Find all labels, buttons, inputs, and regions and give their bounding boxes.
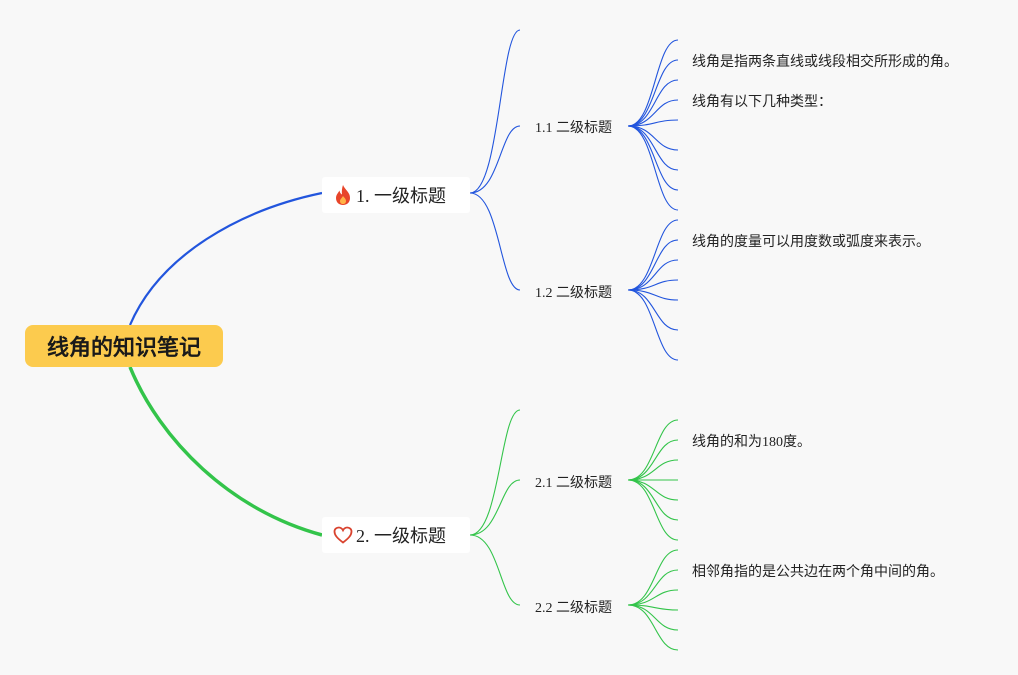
note-1-1-b[interactable]: 线角有以下几种类型： bbox=[692, 95, 832, 110]
heart-outline-icon bbox=[332, 524, 354, 546]
note-2-1-a[interactable]: 线角的和为180度。 bbox=[692, 435, 811, 450]
branch-1-fan bbox=[469, 29, 521, 291]
subtopic-1-2[interactable]: 1.2 二级标题 bbox=[535, 286, 612, 301]
connector-root-branch-2 bbox=[128, 366, 323, 537]
connector-root-branch-1 bbox=[128, 191, 323, 326]
note-1-2-a[interactable]: 线角的度量可以用度数或弧度来表示。 bbox=[692, 235, 930, 250]
root-topic-label: 线角的知识笔记 bbox=[46, 336, 201, 361]
fan-1-2 bbox=[627, 219, 679, 361]
fan-2-2 bbox=[627, 549, 679, 651]
note-2-2-a[interactable]: 相邻角指的是公共边在两个角中间的角。 bbox=[692, 565, 944, 580]
branch-1-topic[interactable]: 1. 一级标题 bbox=[322, 177, 470, 213]
subtopic-1-1[interactable]: 1.1 二级标题 bbox=[535, 121, 612, 136]
fan-1-1 bbox=[627, 39, 679, 211]
fire-icon bbox=[332, 184, 354, 206]
branch-1-label: 1. 一级标题 bbox=[356, 186, 446, 206]
branch-2-topic[interactable]: 2. 一级标题 bbox=[322, 517, 470, 553]
fan-2-1 bbox=[627, 419, 679, 541]
branch-2-label: 2. 一级标题 bbox=[356, 526, 446, 546]
subtopic-2-1[interactable]: 2.1 二级标题 bbox=[535, 476, 612, 491]
subtopic-2-2[interactable]: 2.2 二级标题 bbox=[535, 601, 612, 616]
root-topic[interactable]: 线角的知识笔记 bbox=[25, 325, 223, 367]
branch-2-fan bbox=[469, 409, 521, 606]
note-1-1-a[interactable]: 线角是指两条直线或线段相交所形成的角。 bbox=[692, 55, 958, 70]
